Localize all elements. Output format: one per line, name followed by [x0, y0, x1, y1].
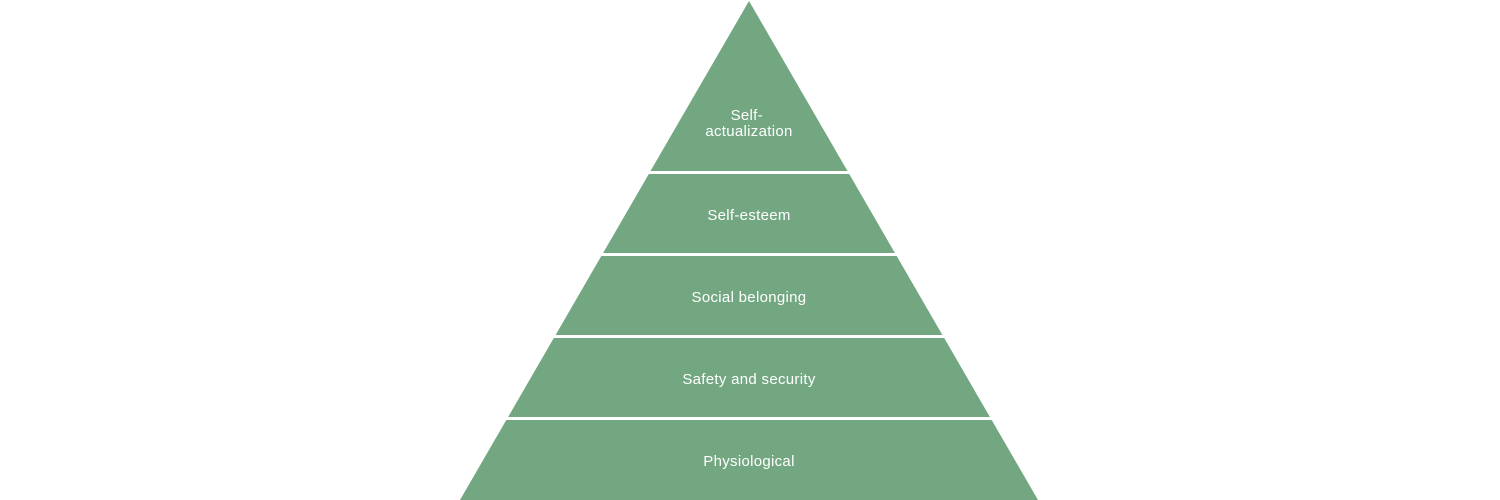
tier-self-actualization: [650, 1, 848, 171]
tier-label-line: Physiological: [703, 453, 794, 470]
tier-social-belonging: [555, 256, 943, 335]
tier-label-social-belonging: Social belonging: [692, 289, 807, 306]
tier-physiological: [460, 420, 1038, 500]
tier-label-line: Social belonging: [692, 289, 807, 306]
tier-label-line: Self-: [731, 107, 763, 124]
tier-label-line: Safety and security: [682, 371, 815, 388]
tier-label-self-actualization: Self- actualization: [705, 107, 792, 140]
tier-self-esteem: [603, 174, 895, 253]
tier-label-self-esteem: Self-esteem: [707, 207, 790, 224]
tier-label-line: actualization: [705, 123, 792, 140]
tier-label-safety-and-security: Safety and security: [682, 371, 815, 388]
pyramid-labels: Self- actualization Self-esteem Social b…: [682, 107, 815, 470]
tier-label-physiological: Physiological: [703, 453, 794, 470]
tier-label-line: Self-esteem: [707, 207, 790, 224]
tier-safety-and-security: [508, 338, 990, 417]
pyramid-tiers: [460, 1, 1038, 500]
